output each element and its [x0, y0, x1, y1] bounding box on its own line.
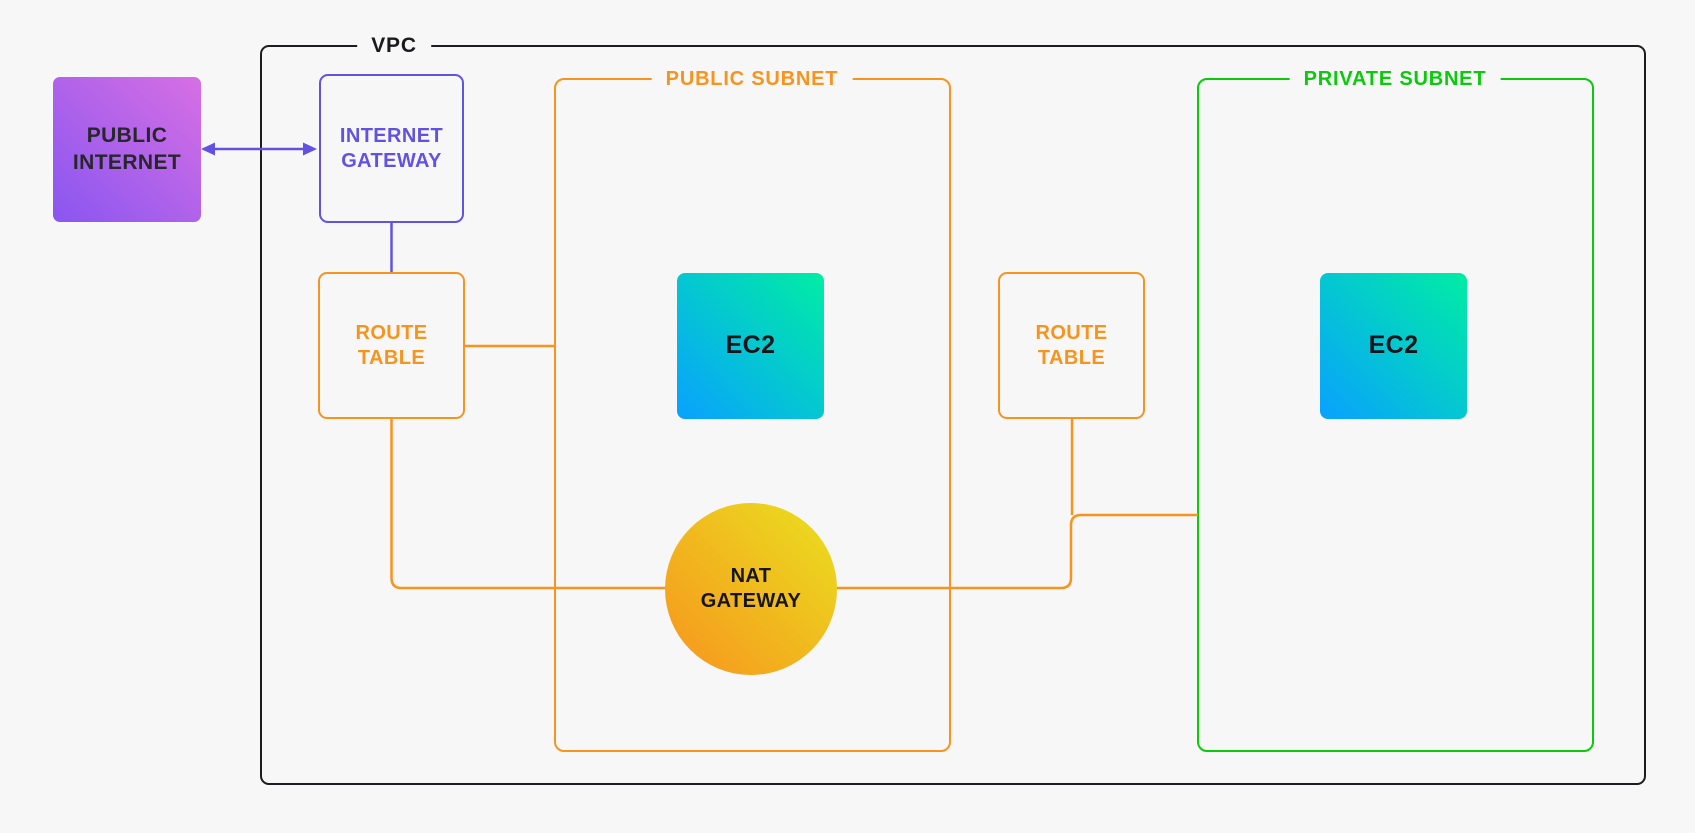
route-table-private-node: ROUTE TABLE	[998, 272, 1145, 419]
ec2-public-label: EC2	[725, 331, 776, 360]
vpc-container: VPC	[260, 32, 1646, 785]
route-table-private-label: ROUTE TABLE	[1035, 321, 1108, 369]
nat-gateway-node: NAT GATEWAY	[665, 503, 837, 675]
private-subnet-container: PRIVATE SUBNET	[1197, 66, 1594, 752]
internet-gateway-label: INTERNET GATEWAY	[339, 124, 444, 172]
public-subnet-container: PUBLIC SUBNET	[554, 66, 951, 752]
route-table-public-node: ROUTE TABLE	[318, 272, 465, 419]
ec2-public-node: EC2	[677, 273, 824, 419]
vpc-label: VPC	[357, 32, 431, 59]
connector-route-table-nat-gateway	[390, 418, 670, 590]
private-subnet-label: PRIVATE SUBNET	[1289, 66, 1501, 93]
connector-nat-gateway-private-subnet	[832, 513, 1198, 590]
ec2-private-node: EC2	[1320, 273, 1467, 419]
public-internet-label: PUBLIC INTERNET	[72, 124, 182, 174]
route-table-public-label: ROUTE TABLE	[355, 321, 428, 369]
arrow-public-internet-internet-gateway	[201, 142, 317, 156]
public-subnet-label: PUBLIC SUBNET	[651, 66, 853, 93]
ec2-private-label: EC2	[1368, 331, 1419, 360]
internet-gateway-node: INTERNET GATEWAY	[319, 74, 464, 223]
nat-gateway-label: NAT GATEWAY	[700, 565, 802, 612]
public-internet-node: PUBLIC INTERNET	[53, 77, 201, 222]
